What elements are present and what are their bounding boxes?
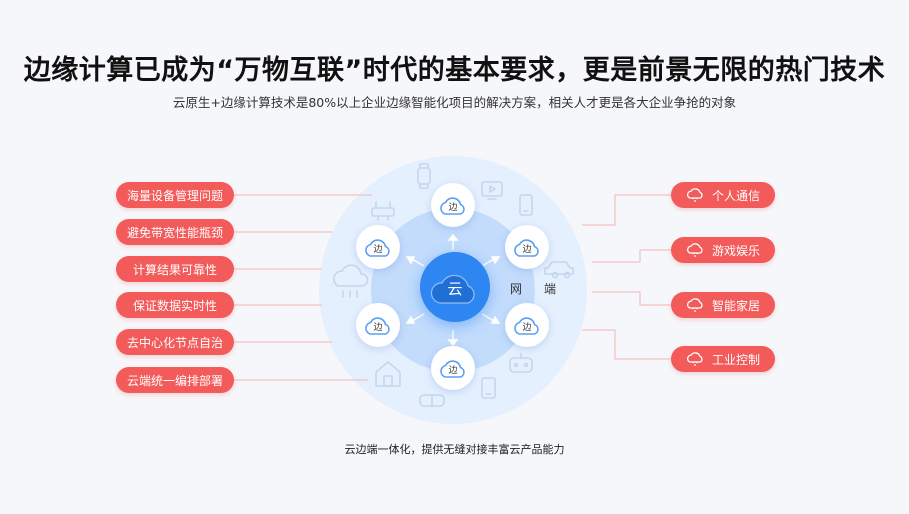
edge-node-bottom: 边 — [431, 346, 475, 390]
right-connectors — [582, 194, 671, 360]
left-item-device-management: 海量设备管理问题 — [116, 182, 234, 208]
page-subtitle: 云原生+边缘计算技术是80%以上企业边缘智能化项目的解决方案，相关人才更是各大企… — [172, 95, 737, 110]
car-icon — [544, 261, 574, 279]
wifi-cloud-icon — [686, 298, 704, 312]
cloud-icon — [514, 317, 539, 335]
right-item-smart-home: 智能家居 — [671, 292, 775, 318]
terminal-label: 端 — [544, 282, 557, 296]
robot-icon — [509, 353, 533, 373]
phone-icon-2 — [481, 377, 496, 399]
page-title: 边缘计算已成为“万物互联”时代的基本要求，更是前景无限的热门技术 — [23, 55, 886, 86]
core-label: 云 — [447, 280, 463, 298]
left-item-bandwidth: 避免带宽性能瓶颈 — [116, 219, 234, 245]
watch-icon — [417, 163, 431, 189]
router-icon — [371, 201, 395, 221]
edge-label: 边 — [522, 245, 532, 255]
left-item-autonomy: 去中心化节点自治 — [116, 329, 234, 355]
edge-node-lower-left: 边 — [356, 303, 400, 347]
cloud-icon — [514, 239, 539, 257]
right-item-label: 智能家居 — [711, 298, 760, 313]
edge-label: 边 — [448, 366, 458, 376]
edge-node-upper-left: 边 — [356, 225, 400, 269]
network-label: 网 — [510, 282, 523, 296]
house-icon — [375, 361, 401, 387]
phone-icon — [519, 194, 533, 216]
cloud-icon — [430, 274, 475, 304]
wifi-cloud-icon — [686, 243, 704, 257]
left-item-realtime: 保证数据实时性 — [116, 292, 234, 318]
cloud-icon — [365, 317, 390, 335]
faint-icons — [333, 163, 574, 407]
wifi-cloud-icon — [686, 188, 704, 202]
rain-cloud-icon — [333, 264, 369, 298]
edge-label: 边 — [522, 323, 532, 333]
right-item-gaming: 游戏娱乐 — [671, 237, 775, 263]
right-item-label: 工业控制 — [711, 352, 760, 367]
cloud-icon — [440, 360, 465, 378]
edge-label: 边 — [448, 203, 458, 213]
core-arrows — [405, 233, 501, 347]
diagram-caption: 云边端一体化，提供无缝对接丰富云产品能力 — [344, 443, 565, 456]
right-item-label: 游戏娱乐 — [711, 243, 760, 258]
edge-node-upper-right: 边 — [505, 225, 549, 269]
wifi-cloud-icon — [686, 352, 704, 366]
cloud-icon — [440, 197, 465, 215]
left-item-reliability: 计算结果可靠性 — [116, 256, 234, 282]
right-item-industrial: 工业控制 — [671, 346, 775, 372]
core-cloud-node: 云 — [420, 252, 490, 322]
edge-node-top: 边 — [431, 183, 475, 227]
left-item-orchestration: 云端统一编排部署 — [116, 367, 234, 393]
left-connectors — [234, 194, 372, 381]
edge-label: 边 — [373, 323, 383, 333]
vr-glasses-icon — [419, 394, 445, 407]
cloud-icon — [365, 239, 390, 257]
tv-icon — [481, 181, 503, 200]
edge-label: 边 — [373, 245, 383, 255]
right-item-label: 个人通信 — [711, 188, 760, 203]
edge-node-lower-right: 边 — [505, 303, 549, 347]
right-item-personal-comm: 个人通信 — [671, 182, 775, 208]
